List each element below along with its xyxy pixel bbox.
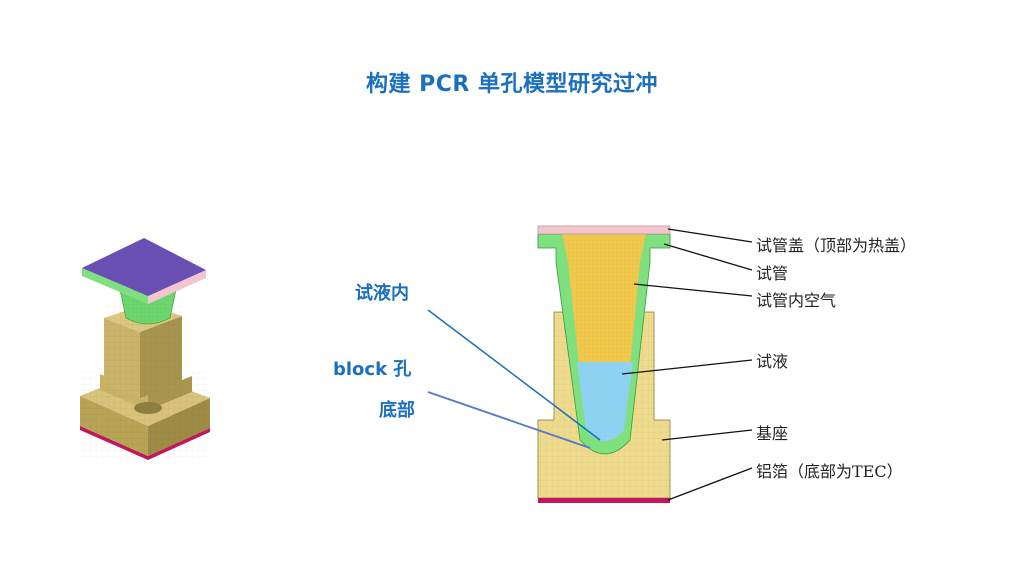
leader-cap [667, 228, 753, 243]
label-tube-cap: 试管盖（顶部为热盖） [756, 236, 917, 255]
callout-lines [427, 309, 601, 449]
cross-section-model [537, 225, 671, 503]
leader-tube [663, 243, 753, 271]
callout-bottom: 底部 [379, 400, 415, 421]
label-foil: 铝箔（底部为TEC） [756, 462, 903, 481]
leader-lines [621, 228, 753, 501]
label-tube: 试管 [756, 264, 789, 283]
callout-line-liquid [427, 309, 601, 441]
3d-lid-top [82, 238, 206, 296]
leader-base [661, 429, 753, 441]
leader-liquid [621, 359, 753, 375]
callout-line-bottom [427, 391, 591, 449]
3d-hole [134, 402, 162, 414]
3d-lid-edge-left [82, 268, 148, 304]
callout-block-hole: block 孔 [333, 359, 412, 380]
3d-lid-edge-right [148, 270, 206, 304]
callout-liquid-inside: 试液内 [355, 283, 409, 304]
page-title: 构建 PCR 单孔模型研究过冲 [365, 72, 659, 97]
label-base: 基座 [756, 424, 789, 443]
cap-region [537, 225, 671, 235]
leader-air [633, 283, 753, 297]
foil-region [538, 498, 670, 503]
label-liquid: 试液 [756, 352, 789, 371]
label-tube-air: 试管内空气 [756, 291, 837, 310]
3d-single-well-model [80, 238, 210, 460]
leader-foil [667, 467, 753, 501]
